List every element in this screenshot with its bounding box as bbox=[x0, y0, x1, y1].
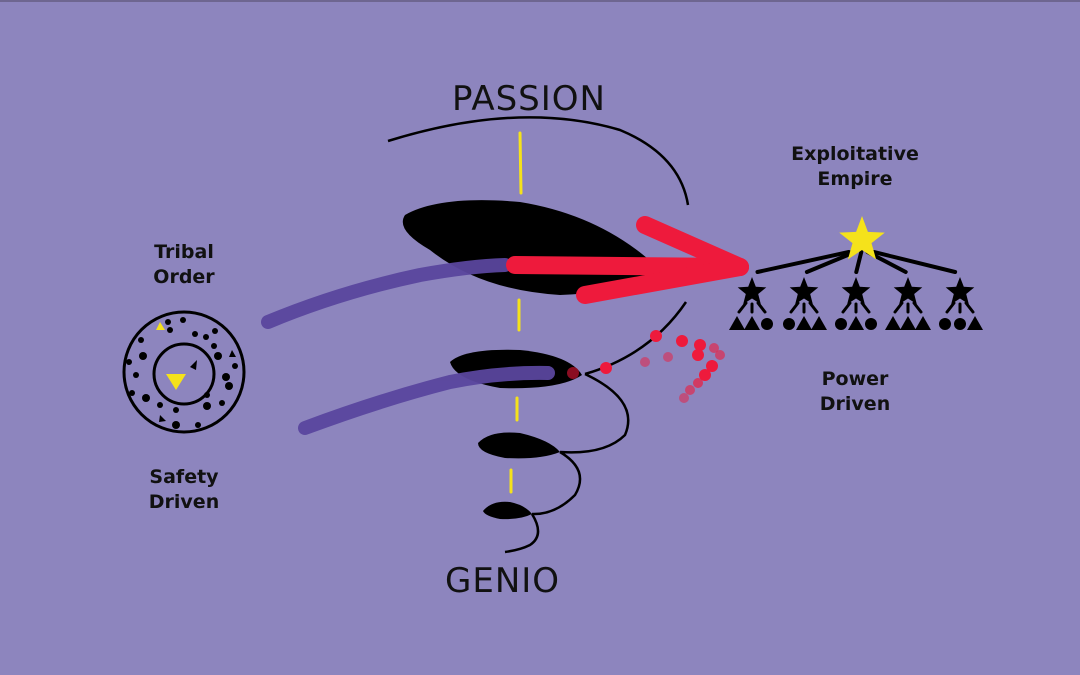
spiral-blobs bbox=[402, 200, 655, 520]
tribal-title-line1: Tribal bbox=[154, 241, 214, 263]
leader-star-icon bbox=[839, 216, 885, 260]
empire-hierarchy bbox=[729, 216, 983, 330]
empire-title-line2: Empire bbox=[817, 168, 893, 190]
red-dots bbox=[567, 330, 725, 403]
leader-connector bbox=[804, 250, 858, 274]
member-triangle-icon bbox=[796, 316, 812, 330]
safety-line1: Safety bbox=[149, 466, 219, 488]
member-triangle-icon bbox=[967, 316, 983, 330]
purple-stroke-lower bbox=[298, 365, 555, 435]
safety-line2: Driven bbox=[148, 491, 220, 513]
purple-strokes bbox=[261, 258, 555, 435]
purple-stroke-upper bbox=[261, 258, 512, 329]
blob-3 bbox=[478, 432, 560, 459]
child-connector bbox=[808, 301, 819, 314]
exploitative-empire-title: Exploitative Empire bbox=[775, 142, 935, 192]
safety-driven-subtitle: Safety Driven bbox=[134, 465, 234, 515]
member-circle-icon bbox=[761, 318, 773, 330]
leader-connector bbox=[871, 250, 958, 274]
member-circle-icon bbox=[954, 318, 966, 330]
child-connector bbox=[789, 301, 800, 314]
blob-4 bbox=[483, 501, 532, 520]
yellow-axis bbox=[509, 131, 523, 494]
member-circle-icon bbox=[783, 318, 795, 330]
power-line2: Driven bbox=[819, 393, 891, 415]
leader-connector bbox=[854, 250, 864, 274]
subordinate-star-icon bbox=[789, 277, 819, 305]
subordinate-star-icon bbox=[893, 277, 923, 305]
member-triangle-icon bbox=[915, 316, 931, 330]
tribal-order-icon bbox=[122, 310, 246, 434]
member-circle-icon bbox=[835, 318, 847, 330]
power-line1: Power bbox=[821, 368, 889, 390]
child-connector bbox=[964, 301, 975, 314]
member-triangle-icon bbox=[729, 316, 745, 330]
member-triangle-icon bbox=[744, 316, 760, 330]
tribal-title-line2: Order bbox=[153, 266, 215, 288]
top-border bbox=[0, 0, 1080, 2]
child-connector bbox=[841, 301, 852, 314]
empire-title-line1: Exploitative bbox=[791, 143, 919, 165]
member-triangle-icon bbox=[900, 316, 916, 330]
power-driven-subtitle: Power Driven bbox=[805, 367, 905, 417]
member-triangle-icon bbox=[848, 316, 864, 330]
subordinate-star-icon bbox=[841, 277, 871, 305]
spiral-line bbox=[504, 301, 688, 554]
member-circle-icon bbox=[865, 318, 877, 330]
genio-label: GENIO bbox=[445, 561, 560, 601]
subordinate-star-icon bbox=[737, 277, 767, 305]
leader-connector bbox=[755, 250, 851, 274]
child-connector bbox=[893, 301, 904, 314]
passion-label: PASSION bbox=[452, 79, 606, 119]
member-triangle-icon bbox=[885, 316, 901, 330]
child-connector bbox=[737, 301, 748, 314]
subordinate-star-icon bbox=[945, 277, 975, 305]
member-triangle-icon bbox=[811, 316, 827, 330]
child-connector bbox=[860, 301, 871, 314]
member-circle-icon bbox=[939, 318, 951, 330]
child-connector bbox=[945, 301, 956, 314]
tribal-order-title: Tribal Order bbox=[134, 240, 234, 290]
child-connector bbox=[756, 301, 767, 314]
red-arrow bbox=[506, 216, 749, 304]
top-arc bbox=[387, 116, 690, 206]
child-connector bbox=[912, 301, 923, 314]
